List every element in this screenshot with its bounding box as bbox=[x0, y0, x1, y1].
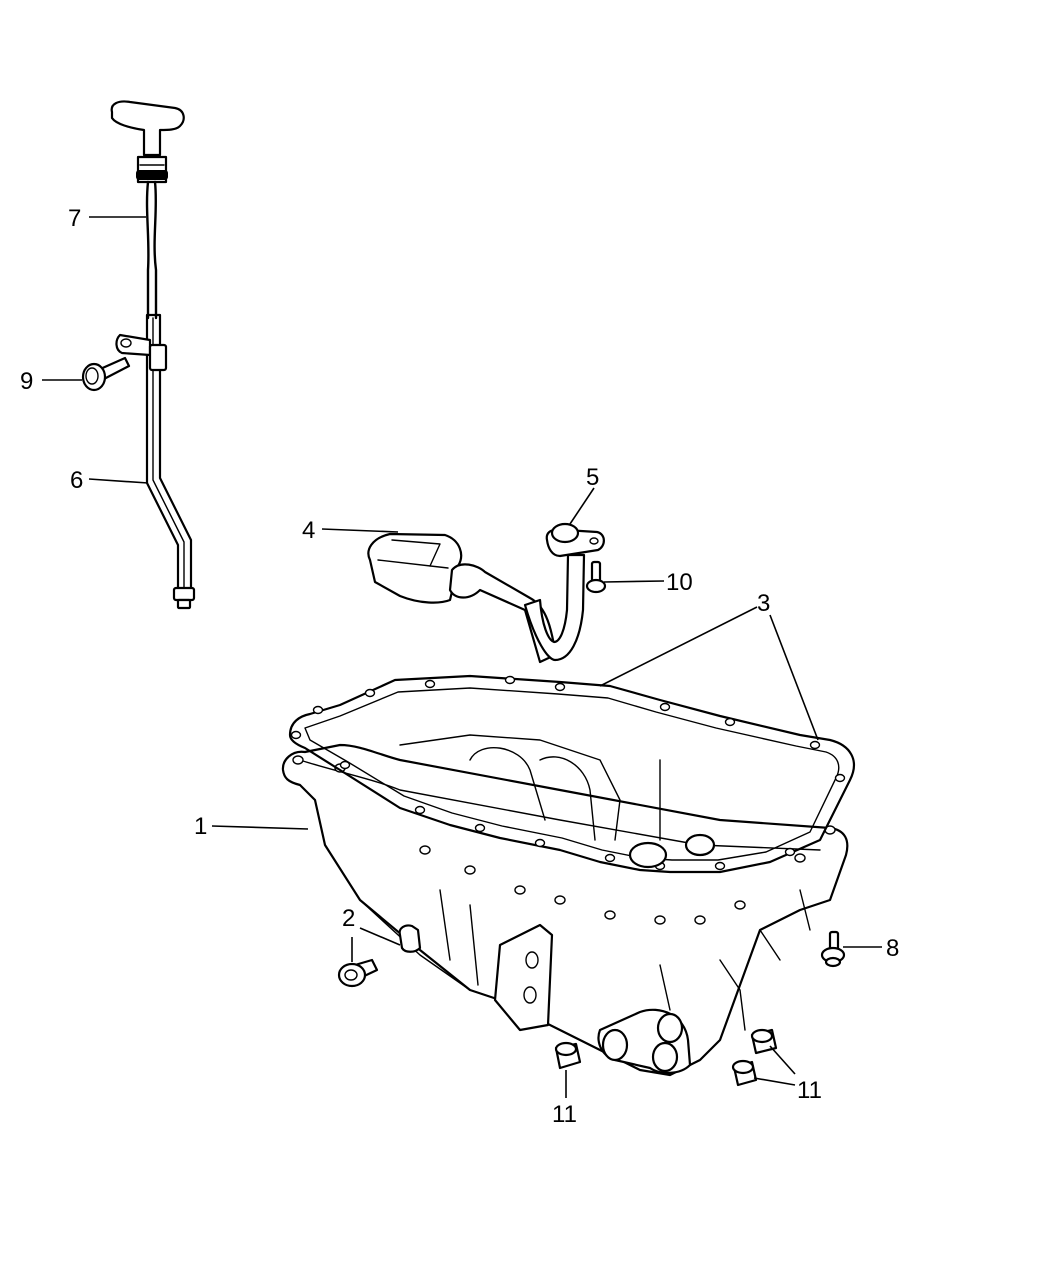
spacer-11-left bbox=[554, 1041, 582, 1070]
bolt-10 bbox=[585, 560, 607, 594]
callout-2: 2 bbox=[342, 905, 355, 932]
oil-pan-interior bbox=[399, 734, 716, 869]
callout-8: 8 bbox=[886, 935, 899, 962]
callout-7: 7 bbox=[68, 205, 81, 232]
callouts: 1 2 3 4 5 6 7 8 9 10 11 11 bbox=[20, 205, 899, 1128]
dipstick bbox=[110, 100, 185, 320]
oil-pan bbox=[281, 743, 849, 1077]
callout-1: 1 bbox=[194, 813, 207, 840]
callout-4: 4 bbox=[302, 517, 315, 544]
leader-lines bbox=[42, 216, 882, 1098]
callout-3: 3 bbox=[757, 590, 770, 617]
spacer-11-right-lower bbox=[731, 1059, 758, 1087]
flange-holes bbox=[292, 755, 836, 925]
spacer-11-right-upper bbox=[750, 1028, 778, 1055]
dipstick-tube bbox=[115, 313, 196, 610]
callout-9: 9 bbox=[20, 368, 33, 395]
callout-5: 5 bbox=[586, 464, 599, 491]
callout-11-left: 11 bbox=[552, 1101, 577, 1128]
callout-6: 6 bbox=[70, 467, 83, 494]
gasket-holes bbox=[290, 675, 846, 871]
pickup-tube-flange bbox=[545, 522, 605, 558]
bolt-8 bbox=[820, 930, 846, 968]
callout-11-right: 11 bbox=[797, 1077, 822, 1104]
oil-pan-gasket bbox=[288, 674, 856, 874]
oil-pickup-strainer bbox=[367, 532, 586, 664]
bolt-9 bbox=[81, 356, 131, 392]
drain-plug bbox=[337, 958, 379, 988]
callout-10: 10 bbox=[666, 569, 693, 596]
